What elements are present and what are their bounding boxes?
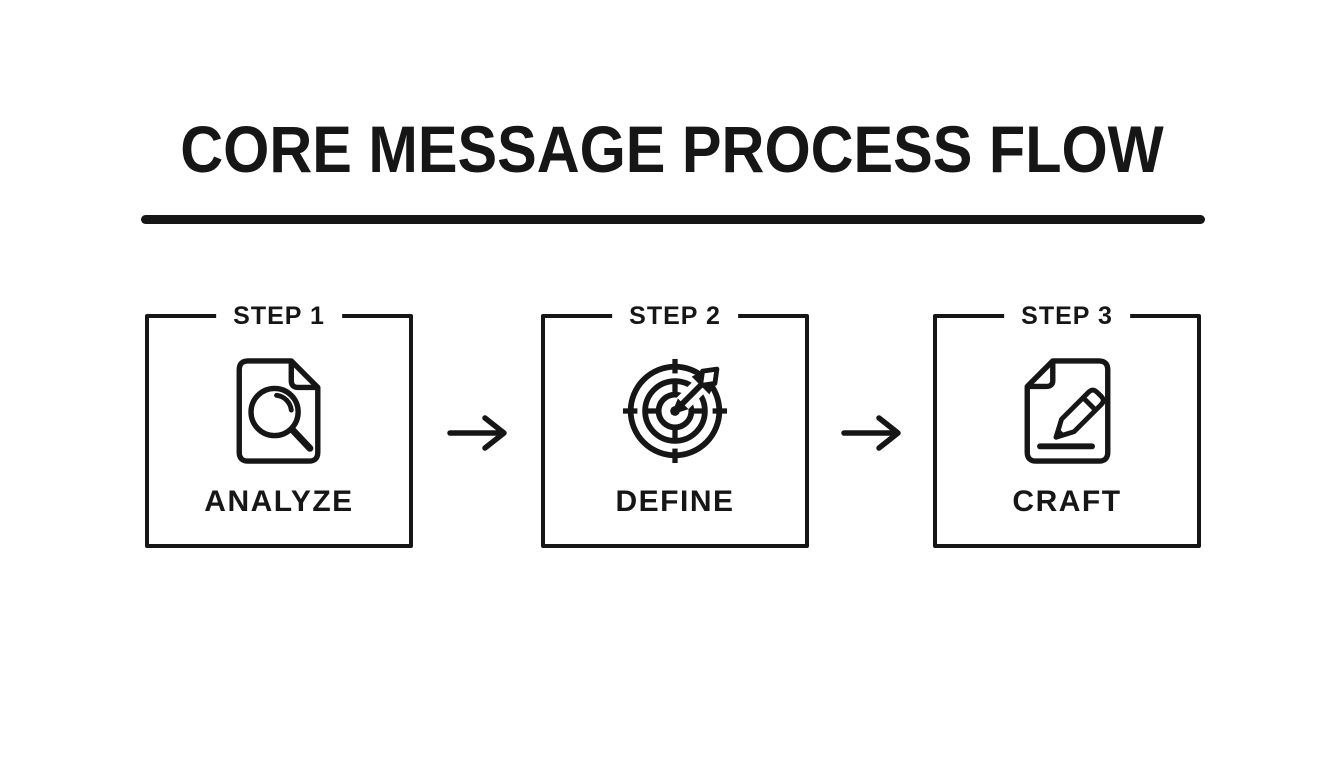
step-name: DEFINE <box>615 485 735 518</box>
arrow-right-icon <box>447 415 507 451</box>
step-box-analyze: STEP 1 ANALYZE <box>145 302 413 548</box>
step-label: STEP 3 <box>1004 302 1130 330</box>
step-name: ANALYZE <box>204 485 354 518</box>
target-arrow-icon <box>545 358 805 464</box>
document-search-icon <box>149 358 409 466</box>
diagram-title: CORE MESSAGE PROCESS FLOW <box>180 112 1164 186</box>
step-box-define: STEP 2 <box>541 302 809 548</box>
step-label: STEP 2 <box>612 302 738 330</box>
title-underline <box>141 215 1205 224</box>
step-label: STEP 1 <box>216 302 342 330</box>
document-pencil-icon <box>937 358 1197 466</box>
step-box-craft: STEP 3 CRAFT <box>933 302 1201 548</box>
step-name: CRAFT <box>1012 485 1122 518</box>
arrow-right-icon <box>841 415 901 451</box>
